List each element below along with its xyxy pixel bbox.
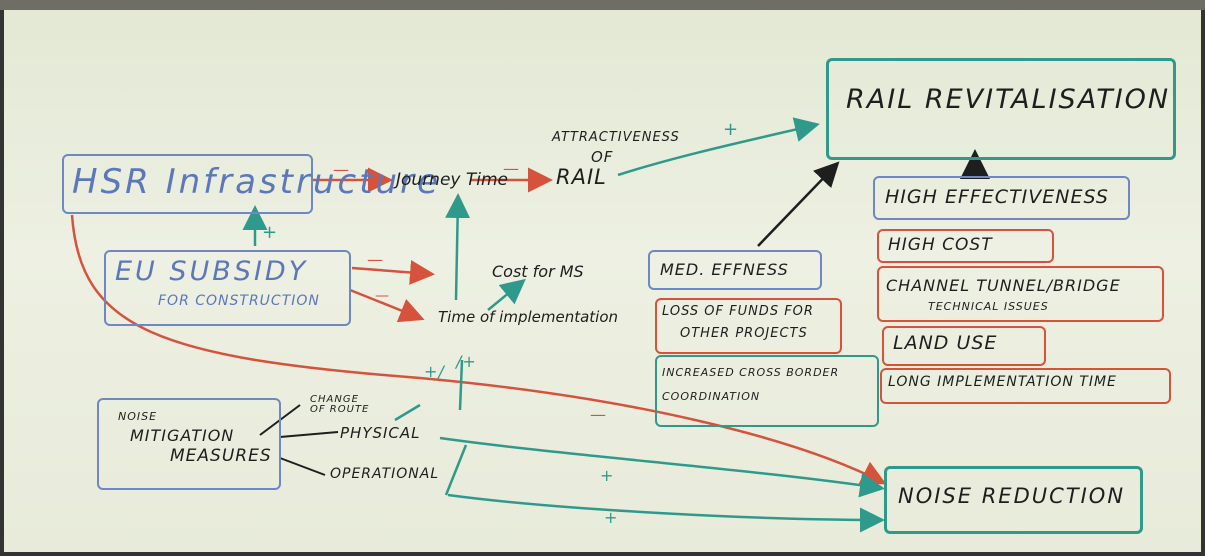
minus-sign-journey-attractiveness: — [503,159,520,178]
board-top-edge [0,0,1205,10]
increased-label-1: INCREASED CROSS BORDER [662,366,840,379]
noise-small-label: NOISE [118,410,158,423]
technical-issues-label: TECHNICAL ISSUES [928,300,1049,313]
journey-time-label: Journey Time [396,170,509,190]
arrow-time-journey [445,193,471,301]
high-cost-label: HIGH COST [888,235,993,255]
arrow-attractiveness-rail [617,117,820,177]
minus-sign-eu-cost: — [367,250,384,269]
noise-reduction-box [884,466,1143,534]
physical-label: PHYSICAL [340,424,421,442]
arrow-eu-cost [351,260,435,285]
noise-reduction-label: NOISE REDUCTION [898,484,1126,508]
increased-box [655,355,879,427]
time-of-implementation-label: Time of implementation [438,308,619,326]
rail-revitalisation-box [826,58,1176,160]
eu-subsidy-label-2: FOR CONSTRUCTION [158,293,320,309]
arrow-time-cost [487,278,526,311]
change-of-route-label-2: OF ROUTE [310,404,370,415]
loss-funds-label-1: LOSS OF FUNDS FOR [662,304,814,319]
mitigation-label: MITIGATION [130,426,235,445]
hsr-box [62,154,313,214]
arrow-physical-noise [439,436,885,498]
measures-label: MEASURES [170,446,272,466]
hsr-label: HSR Infrastructure [72,162,441,202]
long-implementation-box [880,368,1171,404]
channel-tunnel-label: CHANNEL TUNNEL/BRIDGE [886,276,1121,295]
slash-plus-sign-2: /+ [456,352,477,371]
high-cost-box [877,229,1054,263]
attractiveness-line-3: RAIL [556,165,607,189]
plus-sign-attractiveness-rail: + [723,119,740,140]
link-operational [279,457,326,476]
plus-sign-eu-hsr: + [262,222,279,243]
arrow-eu-time [349,288,425,323]
arrow-med-rail [757,161,840,247]
land-use-label: LAND USE [893,332,998,354]
attractiveness-line-2: OF [591,148,614,166]
long-implementation-label: LONG IMPLEMENTATION TIME [888,374,1117,390]
increased-label-2: COORDINATION [662,390,761,403]
cost-for-ms-label: Cost for MS [492,262,584,281]
high-effectiveness-box [873,176,1130,220]
operational-label: OPERATIONAL [330,466,440,482]
attractiveness-line-1: ATTRACTIVENESS [552,130,680,145]
loss-funds-box [655,298,842,354]
eu-subsidy-box [104,250,351,326]
noise-mitigation-box [97,398,281,490]
link-noise-time-2 [444,444,468,496]
loss-funds-label-2: OTHER PROJECTS [680,326,808,341]
eu-subsidy-label-1: EU SUBSIDY [115,256,309,287]
rail-revitalisation-label: RAIL REVITALISATION [846,84,1171,115]
link-noise-time-3 [458,359,464,411]
med-effness-label: MED. EFFNESS [660,260,789,279]
channel-tunnel-box [877,266,1164,322]
minus-sign-eu-time: — [375,288,390,304]
link-noise-time-1 [394,403,421,422]
link-physical [279,431,339,438]
plus-sign-operational: + [604,508,619,527]
minus-sign-hsr-noise: — [590,405,607,424]
med-effness-box [648,250,822,290]
slash-plus-sign-1: +/ [424,362,445,381]
arrow-operational-noise [447,493,885,533]
minus-sign-hsr-journey: — [333,160,350,179]
high-effectiveness-label: HIGH EFFECTIVENESS [885,186,1109,208]
plus-sign-physical: + [600,466,615,485]
land-use-box [882,326,1046,366]
change-of-route-label-1: CHANGE [310,394,359,405]
